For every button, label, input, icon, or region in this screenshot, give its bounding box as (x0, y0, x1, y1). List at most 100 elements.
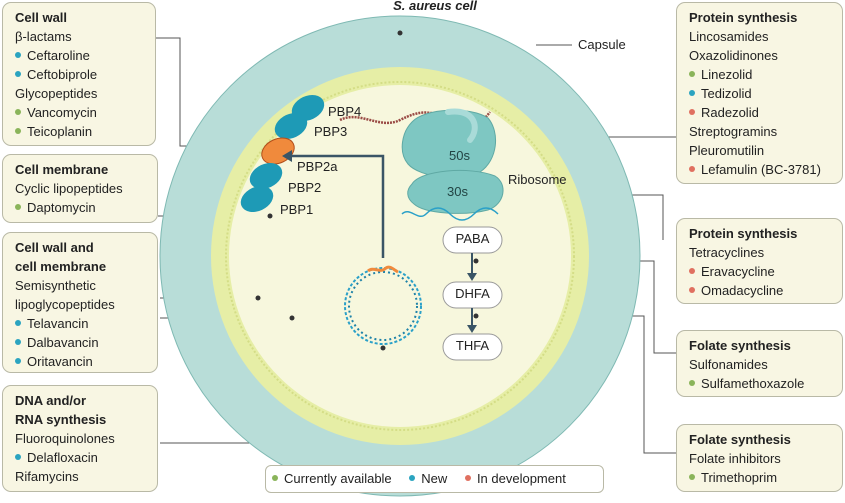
drug-item: Lefamulin (BC-3781) (689, 160, 832, 179)
arrow-head (467, 273, 477, 281)
drug-item: Dalbavancin (15, 333, 147, 352)
pbp2a-expression-arrow (291, 154, 385, 258)
legend-available: Currently available (272, 471, 392, 486)
mrna-wave (401, 207, 499, 221)
available-dot (15, 203, 21, 210)
dna-strand-outer (344, 267, 422, 345)
drug-class: Rifamycins (15, 469, 79, 484)
drug-item: Sulfamethoxazole (689, 374, 832, 393)
dna-rna-synthesis-box: DNA and/or RNA synthesis Fluoroquinolone… (2, 385, 158, 492)
mrna-strand (339, 111, 491, 127)
drug-class: Streptogramins (689, 124, 778, 139)
pbp3-shape (274, 112, 308, 140)
drug-item: Daptomycin (15, 198, 147, 217)
drug-class: lipoglycopeptides (15, 297, 115, 312)
drug-item: Trimethoprim (689, 468, 832, 487)
thfa-node (442, 333, 503, 361)
new-dot (15, 338, 21, 345)
drug-item: Tedizolid (689, 84, 832, 103)
drug-class: Sulfonamides (689, 357, 768, 372)
new-dot (15, 319, 21, 326)
paba-label: PABA (455, 231, 490, 246)
box-title: Folate synthesis (689, 338, 791, 353)
cell-membrane (225, 81, 575, 431)
box-title: Protein synthesis (689, 226, 798, 241)
drug-item: Telavancin (15, 314, 147, 333)
legend: Currently available New In development (265, 465, 604, 493)
drug-class: Fluoroquinolones (15, 431, 115, 446)
legend-development: In development (464, 471, 566, 486)
new-dot (15, 357, 21, 364)
development-dot (689, 286, 695, 293)
development-dot (689, 108, 695, 115)
arrow-head (467, 325, 477, 333)
drug-class: Oxazolidinones (689, 48, 778, 63)
drug-class: Glycopeptides (15, 86, 98, 101)
available-dot (689, 379, 695, 386)
new-dot (15, 453, 21, 460)
pbp1-shape (240, 185, 274, 213)
ribosome-30s-label: 30s (447, 184, 468, 199)
trna (445, 108, 478, 143)
folate-synthesis-box-1: Folate synthesis Sulfonamides Sulfametho… (676, 330, 843, 397)
drug-item: Teicoplanin (15, 122, 145, 141)
pbp-proteins (240, 94, 325, 213)
folate-synthesis-box-2: Folate synthesis Folate inhibitors Trime… (676, 424, 843, 492)
drug-item: Delafloxacin (15, 448, 147, 467)
meca-gene (367, 265, 399, 274)
new-dot (689, 89, 695, 96)
ribosome-50s-label: 50s (449, 148, 470, 163)
drug-class: Pleuromutilin (689, 143, 765, 158)
pbp2-shape (249, 162, 283, 190)
development-dot (689, 165, 695, 172)
legend-new: New (409, 471, 447, 486)
drug-item: Ceftobiprole (15, 65, 145, 84)
pbp1-label: PBP1 (280, 202, 314, 217)
new-dot (409, 474, 416, 481)
available-dot (272, 474, 278, 481)
drug-class: Lincosamides (689, 29, 769, 44)
drug-item: Radezolid (689, 103, 832, 122)
box-title: Cell wall (15, 10, 68, 25)
dhfa-label: DHFA (455, 286, 490, 301)
box-title: DNA and/or (15, 393, 87, 408)
new-dot (15, 51, 21, 58)
box-title: RNA synthesis (15, 412, 107, 427)
thfa-label: THFA (455, 338, 490, 353)
box-title: Protein synthesis (689, 10, 798, 25)
capsule-label: Capsule (578, 37, 626, 52)
drug-class: Semisynthetic (15, 278, 96, 293)
box-title: Cell membrane (15, 162, 109, 177)
box-title: cell membrane (15, 259, 107, 274)
cell-title: S. aureus cell (393, 0, 477, 13)
development-dot (464, 474, 471, 481)
drug-item: Vancomycin (15, 103, 145, 122)
protein-synthesis-box-1: Protein synthesis Lincosamides Oxazolidi… (676, 2, 843, 184)
drug-class: Folate inhibitors (689, 451, 781, 466)
protein-synthesis-box-2: Protein synthesis Tetracyclines Eravacyc… (676, 218, 843, 304)
drug-item: Eravacycline (689, 262, 832, 281)
available-dot (689, 473, 695, 480)
ribosome-50s (401, 109, 497, 179)
development-dot (689, 267, 695, 274)
ribosome-30s (407, 169, 504, 214)
dna-strand-inner (348, 271, 418, 341)
drug-class: Tetracyclines (689, 245, 765, 260)
drug-class: β-lactams (15, 29, 72, 44)
cell-membrane-box: Cell membrane Cyclic lipopeptides Daptom… (2, 154, 158, 223)
box-title: Folate synthesis (689, 432, 791, 447)
available-dot (15, 127, 21, 134)
arrow-head (282, 150, 292, 162)
drug-item: Oritavancin (15, 352, 147, 371)
drug-item: Omadacycline (689, 281, 832, 300)
ribosome-label: Ribosome (508, 172, 567, 187)
new-dot (15, 70, 21, 77)
box-title: Cell wall and (15, 240, 94, 255)
available-dot (689, 70, 695, 77)
cell-wall-box: Cell wall β-lactams Ceftaroline Ceftobip… (2, 2, 156, 146)
cell-wall-and-membrane-box: Cell wall and cell membrane Semisyntheti… (2, 232, 158, 373)
drug-class: Cyclic lipopeptides (15, 181, 123, 196)
pbp4-label: PBP4 (328, 104, 362, 119)
pbp3-label: PBP3 (314, 124, 348, 139)
